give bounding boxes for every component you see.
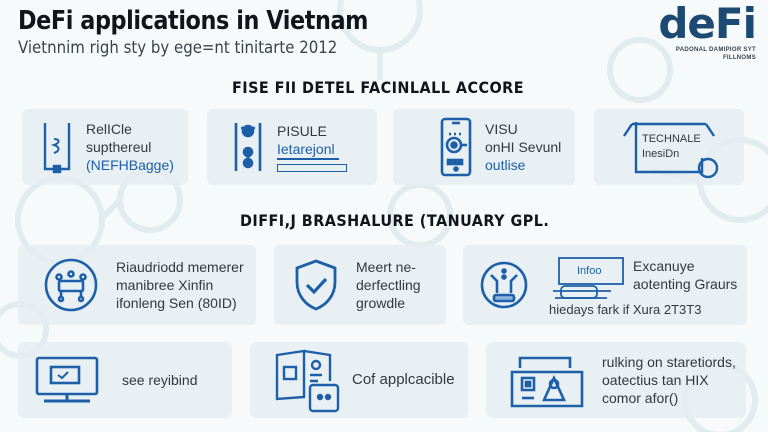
logo-tagline-2: FILLNOMS [722,55,756,61]
card-line: derfectling [356,277,421,293]
card-line: comor afor() [602,390,679,406]
laptop-label: Infoo [577,265,601,277]
logo-tagline-1: PADONAL DAMIPIOR SYT [675,47,756,53]
card-line: supthereul [86,139,152,155]
frame-icon: TECHNALE InesiDn [614,114,724,180]
progress-bar [277,164,347,172]
card-line: growdle [356,295,406,311]
card-line: ifonleng Sen (80ID) [116,295,237,311]
blockchain-circle-icon [40,257,102,313]
feature-card-1[interactable]: RelICle supthereul (NEFHBagge) [22,109,188,185]
card-line: InesiDn [642,148,680,160]
card-line: VISU [485,121,518,137]
application-card-6[interactable]: rulking on staretiords, oatectius tan HI… [486,342,746,418]
application-card-3[interactable]: Infoo Excanuye aotenting Graurs hiedays … [463,245,747,325]
defi-logo: deFi PADONAL DAMIPIOR SYT FILLNOMS [646,0,757,62]
card-line: RelICle [86,121,132,137]
documents-icon [274,347,344,413]
page-title: DeFi applications in Vietnam [18,6,369,36]
card-line: Riaudriodd memerer [116,259,244,275]
feature-card-4[interactable]: TECHNALE InesiDn [594,109,744,185]
section-heading-2: DIFFI,J BRASHALURE (TANUARY GPL. [240,211,550,230]
card-line: Excanuye [633,258,695,274]
feature-card-2[interactable]: PISULE Ietarejonl [207,109,377,185]
section-heading-1: FISE FII DETEL FACINLALL ACCORE [232,78,525,97]
smartphone-icon [431,116,481,178]
application-card-5[interactable]: Cof applcacible [250,342,468,418]
page-subtitle: Vietnnim righ sty by ege=nt tinitarte 20… [18,38,338,58]
card-line: PISULE [277,123,327,139]
card-line: (NEFHBagge) [86,157,174,173]
card-line: aotenting Graurs [633,276,738,292]
shield-check-icon [292,258,340,312]
pillars-icon [223,119,273,175]
wallet-user-icon [508,352,588,408]
card-line: Ietarejonl [277,140,339,160]
application-card-1[interactable]: Riaudriodd memerer manibree Xinfin ifonl… [18,245,256,325]
card-line: onHI Sevunl [485,139,562,155]
card-line: Cof applcacible [352,371,455,388]
beaker-icon [32,119,82,175]
card-line: oatectius tan HIX [602,372,709,388]
logo-wordmark: deFi [658,0,757,48]
monitor-check-icon [34,355,100,405]
card-line: outlise [485,157,526,173]
card-line: rulking on staretiords, [602,354,736,370]
feature-card-3[interactable]: VISU onHI Sevunl outlise [393,109,575,185]
application-card-2[interactable]: Meert ne- derfectling growdle [274,245,446,325]
laptop-info-icon: Infoo [547,255,631,306]
card-line: manibree Xinfin [116,277,214,293]
card-line: Meert ne- [356,259,416,275]
robot-circle-icon [479,257,529,313]
card-line: TECHNALE [642,133,701,145]
card-line: see reyibind [122,372,198,388]
card-footer: hiedays fark if Xura 2T3T3 [549,302,702,317]
application-card-4[interactable]: see reyibind [18,342,232,418]
